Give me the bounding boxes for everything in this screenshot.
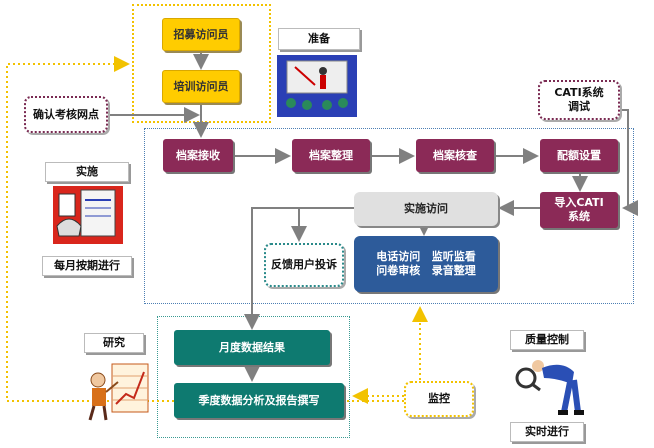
recruit-label: 招募访问员 <box>173 27 229 41</box>
quota-setting-box: 配额设置 <box>540 139 618 172</box>
archive-check-box: 档案核查 <box>416 139 494 172</box>
interview-box: 实施访问 <box>354 192 498 226</box>
details-row-1: 电话访问 监听监看 <box>376 250 476 263</box>
confirm-sites-box: 确认考核网点 <box>24 96 108 133</box>
recruit-interviewers-box: 招募访问员 <box>162 18 240 51</box>
details-row-2: 问卷审核 录音整理 <box>376 264 476 277</box>
chart-presenter-icon <box>82 360 150 422</box>
train-interviewers-box: 培训访问员 <box>162 70 240 103</box>
implementation-zone <box>144 128 634 304</box>
monthly-results-box: 月度数据结果 <box>174 330 330 365</box>
inspector-icon <box>512 354 586 418</box>
quality-control-label: 质量控制 <box>510 330 584 350</box>
phone-icon <box>53 186 123 244</box>
monitor-box: 监控 <box>404 381 474 417</box>
import-cati-box: 导入CATI系统 <box>540 192 618 228</box>
implementation-label: 实施 <box>45 162 129 182</box>
interview-details-box: 电话访问 监听监看 问卷审核 录音整理 <box>354 236 498 292</box>
quarterly-report-box: 季度数据分析及报告撰写 <box>174 383 344 418</box>
cati-test-box: CATI系统调试 <box>538 80 620 120</box>
realtime-label: 实时进行 <box>510 422 584 442</box>
presentation-icon <box>277 55 357 117</box>
archive-receive-box: 档案接收 <box>163 139 233 172</box>
train-label: 培训访问员 <box>173 79 229 93</box>
feedback-box: 反馈用户投诉 <box>264 243 344 287</box>
research-label: 研究 <box>84 333 144 353</box>
archive-organize-box: 档案整理 <box>292 139 370 172</box>
frequency-label: 每月按期进行 <box>42 256 132 276</box>
preparation-label: 准备 <box>278 28 360 50</box>
